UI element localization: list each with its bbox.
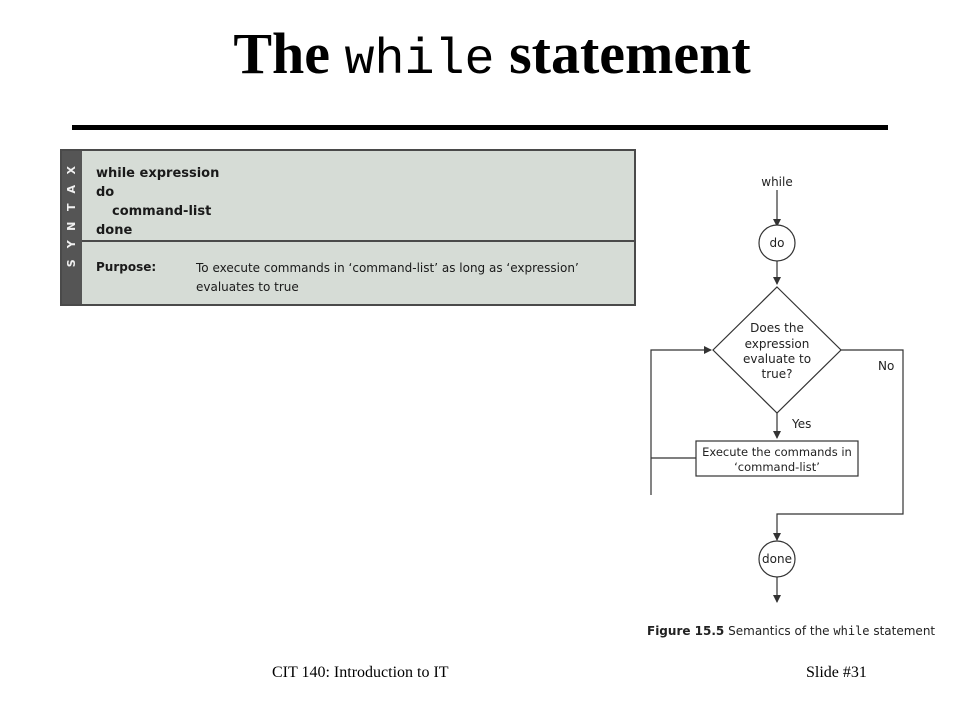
decision-node xyxy=(712,286,842,414)
caption-text-post: statement xyxy=(873,624,936,638)
syntax-code: while expression do command-list done xyxy=(96,164,219,240)
caption-code: while xyxy=(833,624,870,638)
title-code-keyword: while xyxy=(344,32,495,89)
title-divider xyxy=(72,125,888,130)
while-flowchart: while do Does the expression evaluate to… xyxy=(650,175,904,603)
slide-title: The while statement xyxy=(0,18,960,97)
no-label: No xyxy=(878,359,894,373)
caption-text-pre: Semantics of the xyxy=(728,624,830,638)
yes-label: Yes xyxy=(791,417,811,431)
code-line-command-list: command-list xyxy=(112,204,212,219)
syntax-divider xyxy=(82,240,634,242)
process-line-2: ‘command-list’ xyxy=(734,460,820,474)
decision-line-3: evaluate to xyxy=(743,352,811,366)
purpose-text: To execute commands in ‘command-list’ as… xyxy=(196,261,579,294)
process-line-1: Execute the commands in xyxy=(702,445,852,459)
code-line-while: while expression xyxy=(96,166,220,181)
purpose-label: Purpose: xyxy=(96,260,157,274)
done-node-label: done xyxy=(762,552,792,566)
code-line-do: do xyxy=(96,185,115,200)
figure-number: Figure 15.5 xyxy=(647,624,725,638)
do-node-label: do xyxy=(770,236,785,250)
title-text-post: statement xyxy=(509,21,751,86)
loop-back-arrow xyxy=(650,346,723,495)
start-label: while xyxy=(761,175,792,189)
footer-course: CIT 140: Introduction to IT xyxy=(272,664,449,681)
figure-caption: Figure 15.5 Semantics of the while state… xyxy=(647,624,935,638)
title-text-pre: The xyxy=(233,21,331,86)
arrow-no xyxy=(773,349,904,541)
footer-slide-number: Slide #31 xyxy=(806,664,867,681)
done-node xyxy=(758,540,796,578)
decision-line-2: expression xyxy=(745,337,810,351)
decision-line-1: Does the xyxy=(750,321,804,335)
process-node xyxy=(695,440,859,477)
code-line-done: done xyxy=(96,223,133,238)
do-node xyxy=(758,224,796,262)
decision-line-4: true? xyxy=(762,367,793,381)
